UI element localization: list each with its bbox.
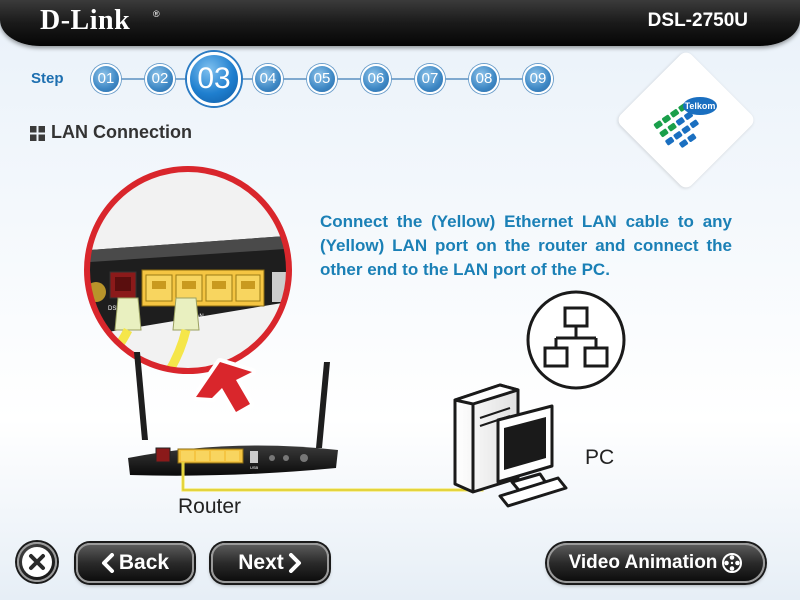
arrow-up-icon: [192, 358, 256, 416]
chevron-right-icon: [288, 553, 301, 573]
header-bar: D-Link ® DSL-2750U: [0, 0, 800, 46]
step-02[interactable]: 02: [145, 64, 175, 94]
step-08[interactable]: 08: [469, 64, 499, 94]
registered-mark: ®: [153, 9, 160, 19]
telkom-logo-text: Telkom: [685, 101, 716, 111]
zoom-port-detail: DSL LAN: [84, 166, 292, 374]
step-09[interactable]: 09: [523, 64, 553, 94]
video-animation-label: Video Animation: [568, 552, 718, 573]
step-05[interactable]: 05: [307, 64, 337, 94]
step-06[interactable]: 06: [361, 64, 391, 94]
step-07[interactable]: 07: [415, 64, 445, 94]
usb-port-label: USB: [250, 465, 259, 470]
chevron-left-icon: [101, 553, 114, 573]
network-topology-icon: [526, 290, 626, 390]
section-title: LAN Connection: [30, 122, 192, 143]
film-reel-icon: [722, 553, 743, 573]
back-button-label: Back: [118, 551, 170, 574]
step-04[interactable]: 04: [253, 64, 283, 94]
router-label: Router: [178, 495, 242, 518]
close-icon: [22, 547, 52, 577]
step-label: Step: [31, 70, 64, 87]
dsl-port-label: DSL: [108, 306, 120, 312]
pc-illustration: [453, 383, 568, 508]
instruction-text: Connect the (Yellow) Ethernet LAN cable …: [320, 212, 732, 279]
dlink-logo: D-Link: [40, 5, 131, 36]
step-01[interactable]: 01: [91, 64, 121, 94]
next-button[interactable]: Next: [211, 543, 329, 583]
section-title-text: LAN Connection: [51, 122, 192, 142]
close-button[interactable]: [17, 542, 57, 582]
next-button-label: Next: [238, 551, 284, 574]
telkom-logo: Telkom: [653, 97, 717, 148]
pc-label: PC: [585, 446, 615, 469]
model-name: DSL-2750U: [647, 10, 748, 31]
router-illustration: USB: [128, 352, 338, 476]
grid-icon: [30, 126, 45, 141]
video-animation-button[interactable]: Video Animation: [547, 543, 765, 583]
back-button[interactable]: Back: [76, 543, 194, 583]
step-03[interactable]: 03: [187, 52, 241, 106]
